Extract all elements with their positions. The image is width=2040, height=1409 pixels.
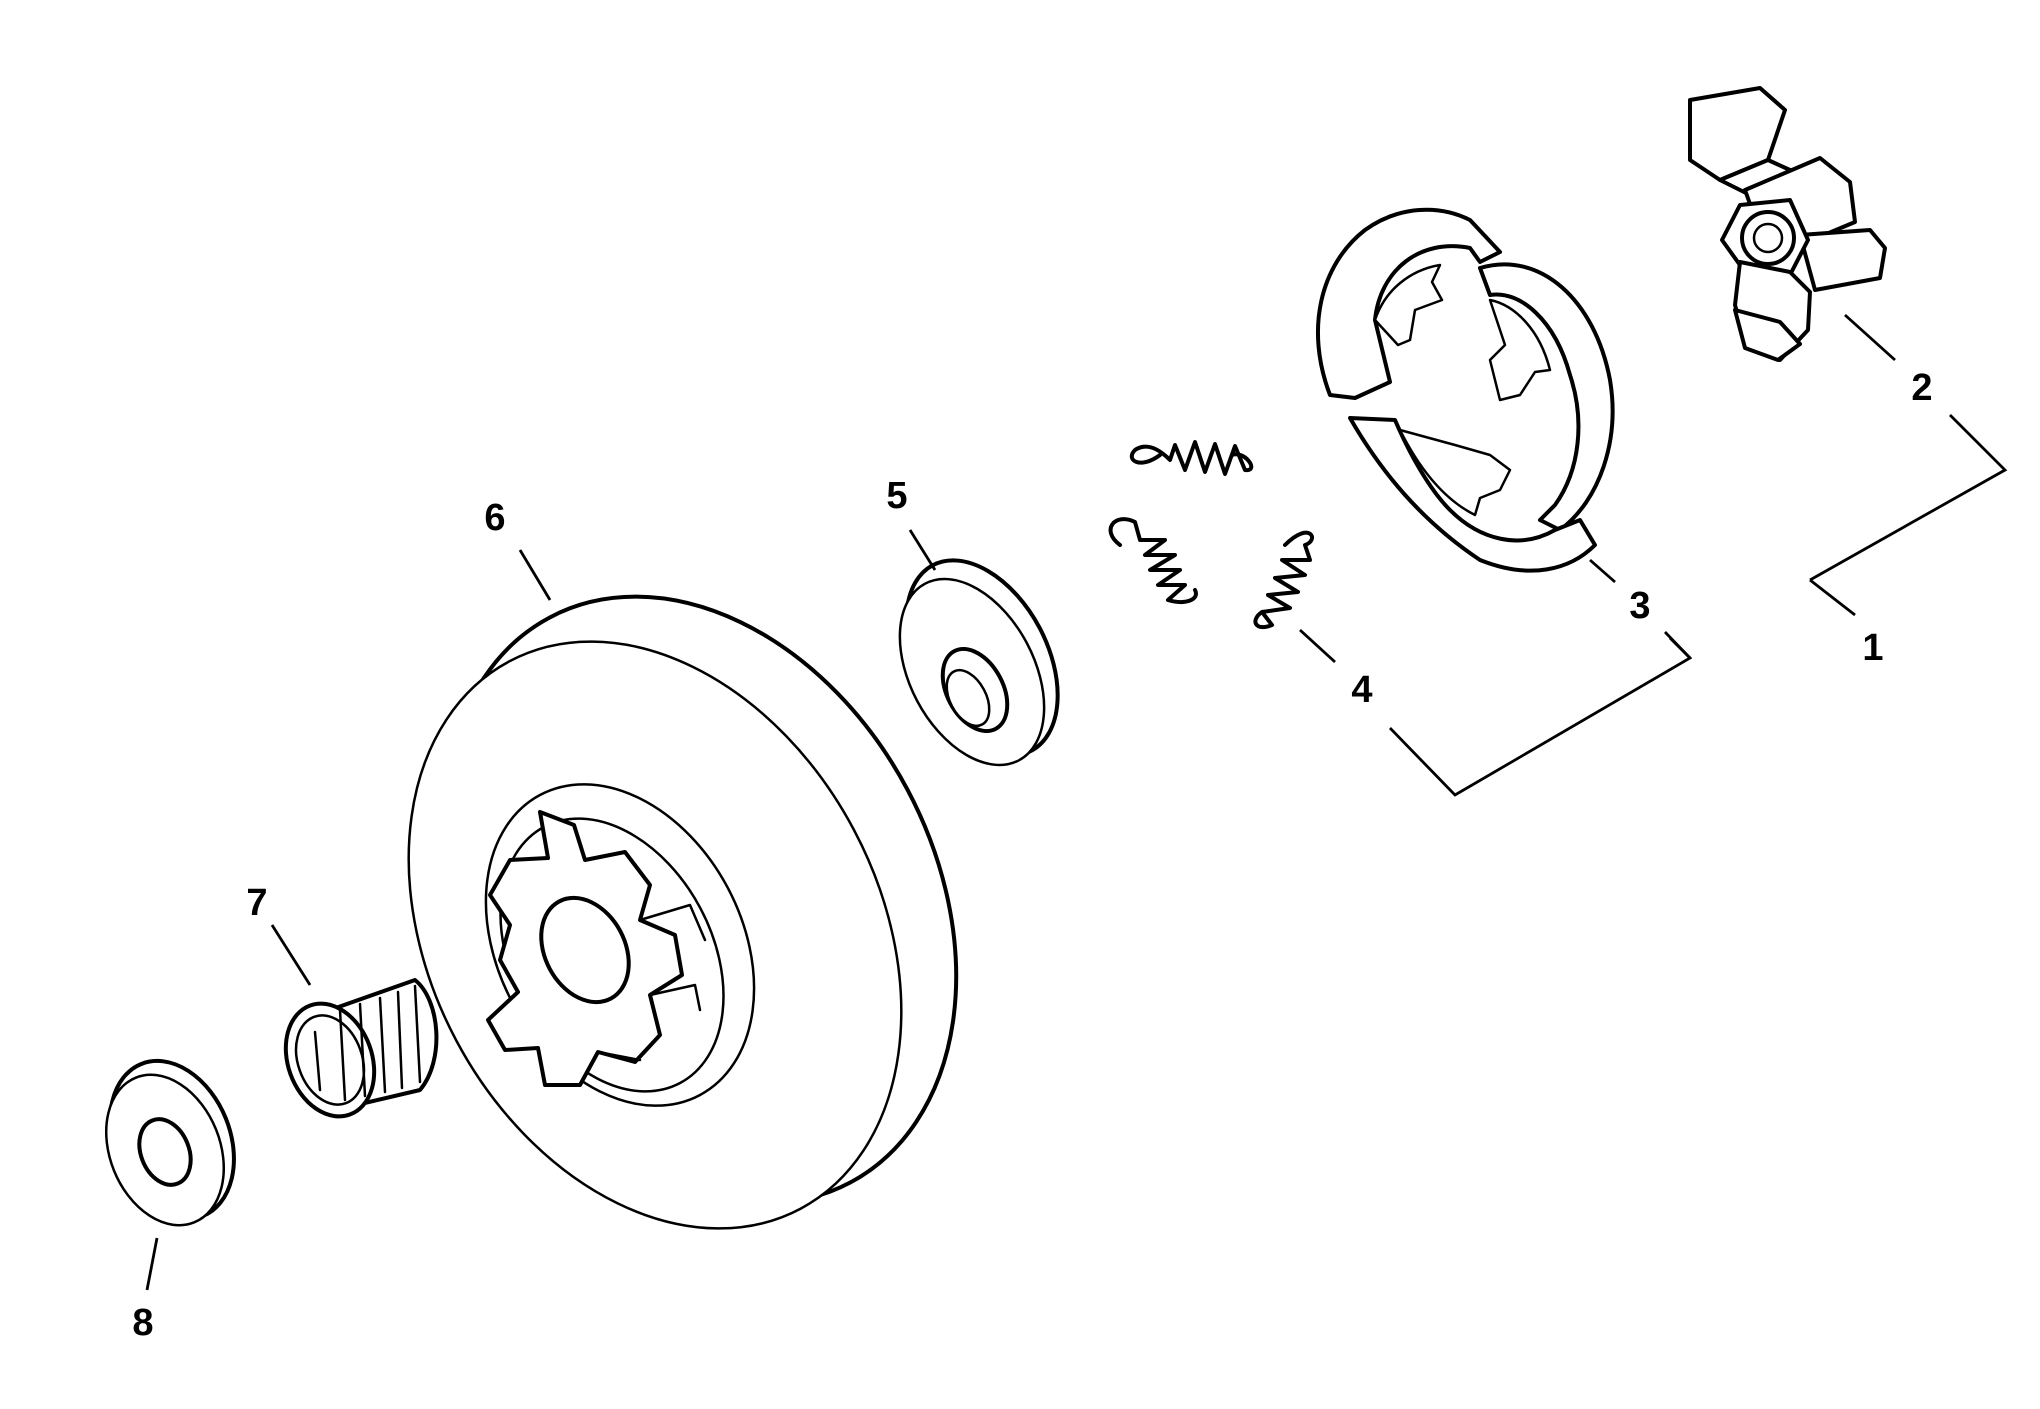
callout-1: 1: [1862, 627, 1883, 669]
leader-1: [1809, 578, 1856, 617]
callout-7: 7: [246, 882, 267, 924]
part-clutch-drum-sprocket: [407, 594, 959, 1230]
part-needle-bearing: [283, 978, 439, 1119]
part-washer-8: [104, 1058, 236, 1227]
leader-2-bracket: [1809, 414, 2008, 582]
part-clutch-shoes: [1316, 207, 1615, 573]
part-clutch-hub: [1688, 86, 1887, 362]
callout-6: 6: [484, 497, 505, 539]
leader-3-tail: [1663, 631, 1692, 659]
part-washer-5: [898, 558, 1060, 767]
callout-labels: 1 2 3 4 5 6 7 8: [132, 367, 1932, 1344]
leader-8: [145, 1237, 159, 1291]
callout-4: 4: [1351, 669, 1372, 711]
spring-top: [1129, 440, 1254, 476]
part-clutch-springs: [1108, 440, 1314, 630]
leader-7: [270, 924, 312, 986]
callout-5: 5: [886, 475, 907, 517]
callout-3: 3: [1629, 585, 1650, 627]
leader-6: [518, 549, 552, 601]
spring-right: [1253, 530, 1314, 630]
leader-2: [1844, 313, 1896, 362]
callout-8: 8: [132, 1302, 153, 1344]
leader-3: [1589, 558, 1616, 584]
leader-5: [908, 529, 937, 571]
leader-bracket-main: [1388, 637, 1693, 797]
spring-middle: [1108, 517, 1198, 604]
callout-2: 2: [1911, 367, 1932, 409]
leader-4: [1299, 628, 1336, 664]
leader-lines: [145, 313, 2008, 1291]
